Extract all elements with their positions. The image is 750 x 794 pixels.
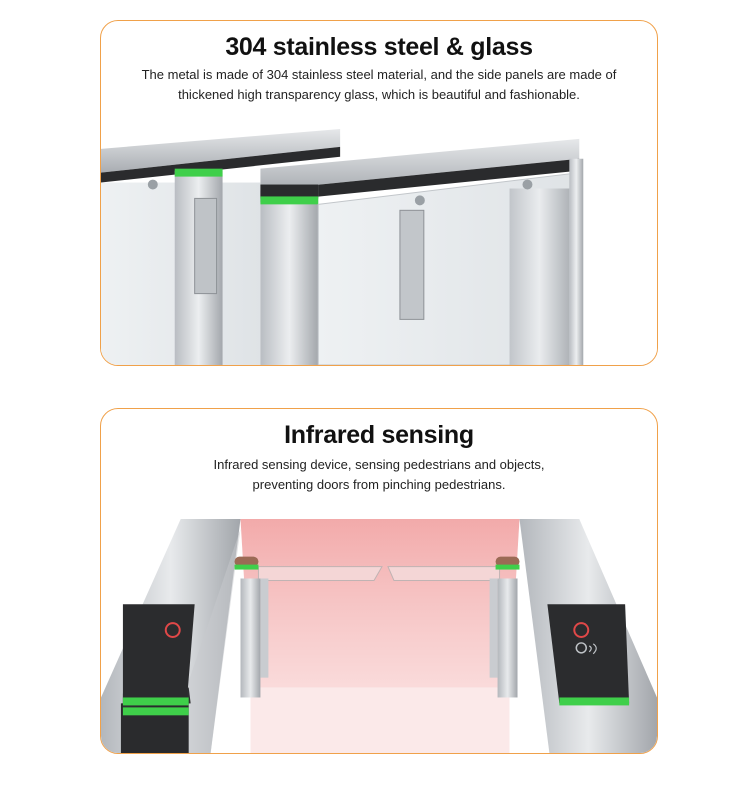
- description-line: preventing doors from pinching pedestria…: [252, 477, 506, 492]
- description-line: thickened high transparency glass, which…: [178, 87, 580, 102]
- turnstile-infrared-photo: [101, 519, 657, 753]
- feature-card-infrared-sensing: Infrared sensing Infrared sensing device…: [100, 408, 658, 754]
- feature-description: Infrared sensing device, sensing pedestr…: [119, 455, 639, 495]
- feature-title: Infrared sensing: [284, 421, 474, 449]
- feature-title: 304 stainless steel & glass: [225, 33, 533, 61]
- feature-description: The metal is made of 304 stainless steel…: [119, 65, 639, 105]
- description-line: The metal is made of 304 stainless steel…: [141, 67, 617, 82]
- feature-card-stainless-steel: 304 stainless steel & glass The metal is…: [100, 20, 658, 366]
- description-line: Infrared sensing device, sensing pedestr…: [213, 457, 545, 472]
- turnstile-glass-photo: [101, 129, 657, 365]
